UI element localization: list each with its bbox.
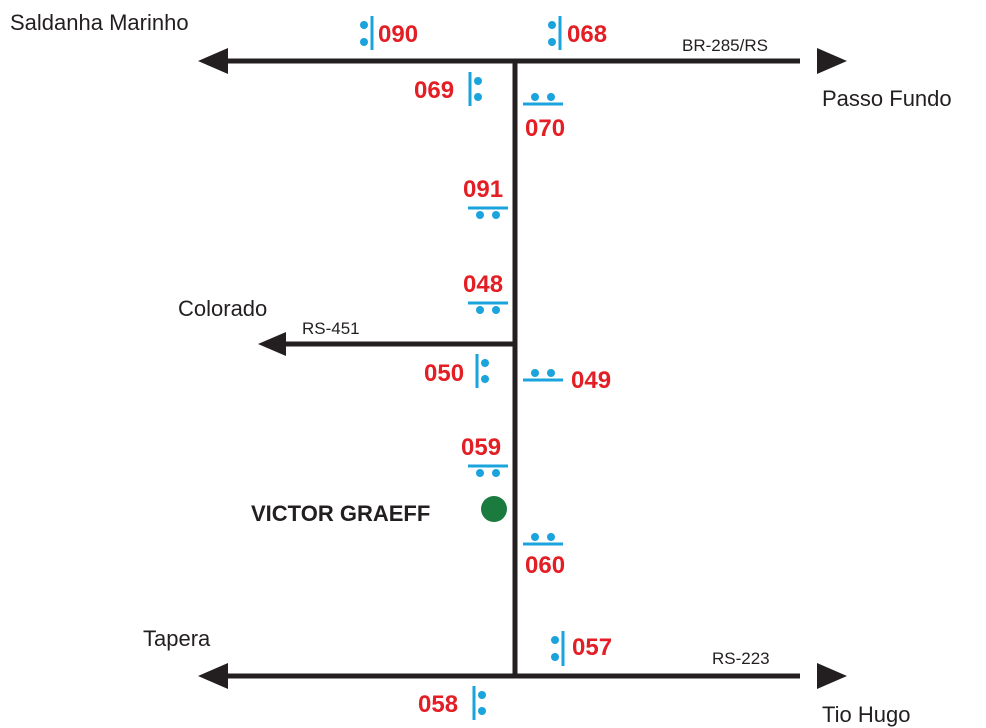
station-code-050: 050: [424, 360, 464, 387]
town-marker-icon[interactable]: [481, 496, 507, 522]
city-colorado: Colorado: [178, 296, 267, 321]
road-network: [218, 58, 800, 679]
station-code-057: 057: [572, 634, 612, 661]
station-icon-059: [468, 464, 508, 477]
station-code-069: 069: [414, 77, 454, 104]
station-code-091: 091: [463, 176, 503, 203]
arrow-east-north-icon: [817, 48, 847, 74]
town-label: VICTOR GRAEFF: [251, 501, 430, 526]
city-tio-hugo: Tio Hugo: [822, 702, 910, 727]
city-passo-fundo: Passo Fundo: [822, 86, 952, 111]
arrow-west-south-icon: [198, 663, 228, 689]
station-code-090: 090: [378, 21, 418, 48]
station-icon-057: [551, 631, 565, 666]
station-icon-069: [468, 72, 482, 106]
station-icon-048: [468, 301, 508, 314]
arrow-east-south-icon: [817, 663, 847, 689]
station-code-068: 068: [567, 21, 607, 48]
road-label-rs-451: RS-451: [302, 319, 360, 338]
arrow-west-colorado-icon: [258, 332, 286, 356]
station-icon-050: [475, 354, 489, 388]
station-code-060: 060: [525, 552, 565, 579]
station-icon-060: [523, 533, 563, 546]
station-code-049: 049: [571, 367, 611, 394]
station-code-059: 059: [461, 434, 501, 461]
station-icon-058: [472, 686, 486, 720]
city-tapera: Tapera: [143, 626, 211, 651]
station-icon-091: [468, 206, 508, 219]
road-arrows: [198, 48, 847, 689]
station-icon-090: [360, 16, 374, 50]
station-code-070: 070: [525, 115, 565, 142]
arrow-west-north-icon: [198, 48, 228, 74]
station-icon-049: [523, 369, 563, 382]
road-label-rs-223: RS-223: [712, 649, 770, 668]
station-icon-070: [523, 93, 563, 106]
road-label-br-285: BR-285/RS: [682, 36, 768, 55]
station-icon-068: [548, 16, 562, 50]
station-code-048: 048: [463, 271, 503, 298]
station-code-058: 058: [418, 691, 458, 718]
city-saldanha-marinho: Saldanha Marinho: [10, 10, 189, 35]
